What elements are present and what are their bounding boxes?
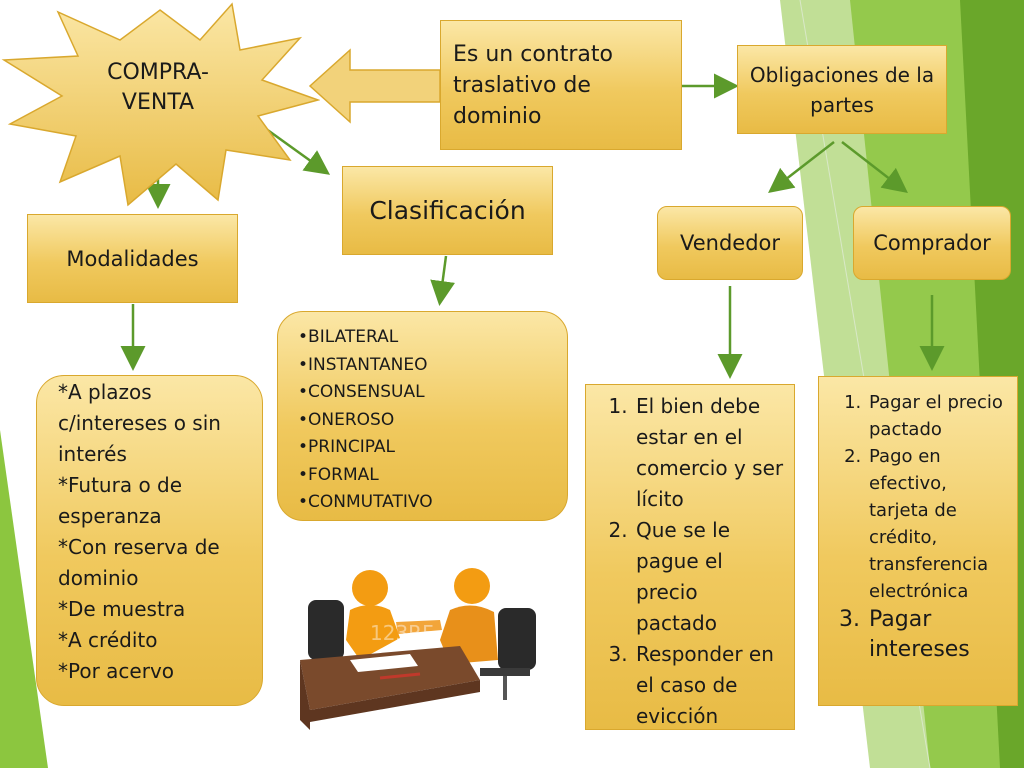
modalidades-item: *Futura o de esperanza <box>58 473 183 528</box>
obligaciones-box: Obligaciones de la partes <box>737 45 947 134</box>
clasificacion-list: •BILATERAL •INSTANTANEO •CONSENSUAL •ONE… <box>298 327 433 512</box>
obligaciones-text: Obligaciones de la partes <box>749 62 935 117</box>
comprador-item: Pagar el precio pactado <box>867 389 1009 443</box>
modalidades-text: Modalidades <box>66 246 199 271</box>
comprador-item: Pagar intereses <box>867 605 1009 665</box>
comprador-item: Pago en efectivo, tarjeta de crédito, tr… <box>867 443 1009 605</box>
handshake-clipart: 123RF <box>300 568 536 730</box>
vendedor-item: El bien debe estar en el comercio y ser … <box>634 391 784 515</box>
vendedor-list-box: El bien debe estar en el comercio y ser … <box>585 384 795 730</box>
modalidades-item: *Por acervo <box>58 659 175 683</box>
comprador-box: Comprador <box>853 206 1011 280</box>
clasificacion-list-box: •BILATERAL •INSTANTANEO •CONSENSUAL •ONE… <box>277 311 568 521</box>
arrow-clasificacion-to-list <box>430 255 456 306</box>
block-arrow-to-compraventa <box>308 48 441 124</box>
modalidades-item: *Con reserva de dominio <box>58 535 220 590</box>
modalidades-item: *A crédito <box>58 628 158 652</box>
contrato-box: Es un contrato traslativo de dominio <box>440 20 682 150</box>
modalidades-box: Modalidades <box>27 214 238 303</box>
arrow-obligaciones-to-vendedor <box>768 141 835 194</box>
clasificacion-box: Clasificación <box>342 166 553 255</box>
arrow-star-to-clasificacion <box>261 124 331 175</box>
comprador-text: Comprador <box>873 231 991 255</box>
arrow-obligaciones-to-comprador <box>841 141 908 194</box>
modalidades-list-box: *A plazos c/intereses o sin interés *Fut… <box>36 375 263 706</box>
modalidades-item: *A plazos c/intereses o sin interés <box>58 380 221 466</box>
vendedor-text: Vendedor <box>679 231 781 255</box>
vendedor-list: El bien debe estar en el comercio y ser … <box>586 391 784 732</box>
vendedor-box: Vendedor <box>657 206 803 280</box>
modalidades-item: *De muestra <box>58 597 186 621</box>
compraventa-title: COMPRA- VENTA <box>107 60 209 115</box>
compraventa-star-shape <box>1 2 320 207</box>
clipart-watermark: 123RF <box>370 621 434 645</box>
vendedor-item: Responder en el caso de evicción <box>634 639 784 732</box>
contrato-text: Es un contrato traslativo de dominio <box>453 42 613 129</box>
comprador-list-box: Pagar el precio pactado Pago en efectivo… <box>818 376 1018 706</box>
vendedor-item: Que se le pague el precio pactado <box>634 515 784 639</box>
comprador-list: Pagar el precio pactado Pago en efectivo… <box>819 389 1009 665</box>
clasificacion-text: Clasificación <box>369 196 526 225</box>
